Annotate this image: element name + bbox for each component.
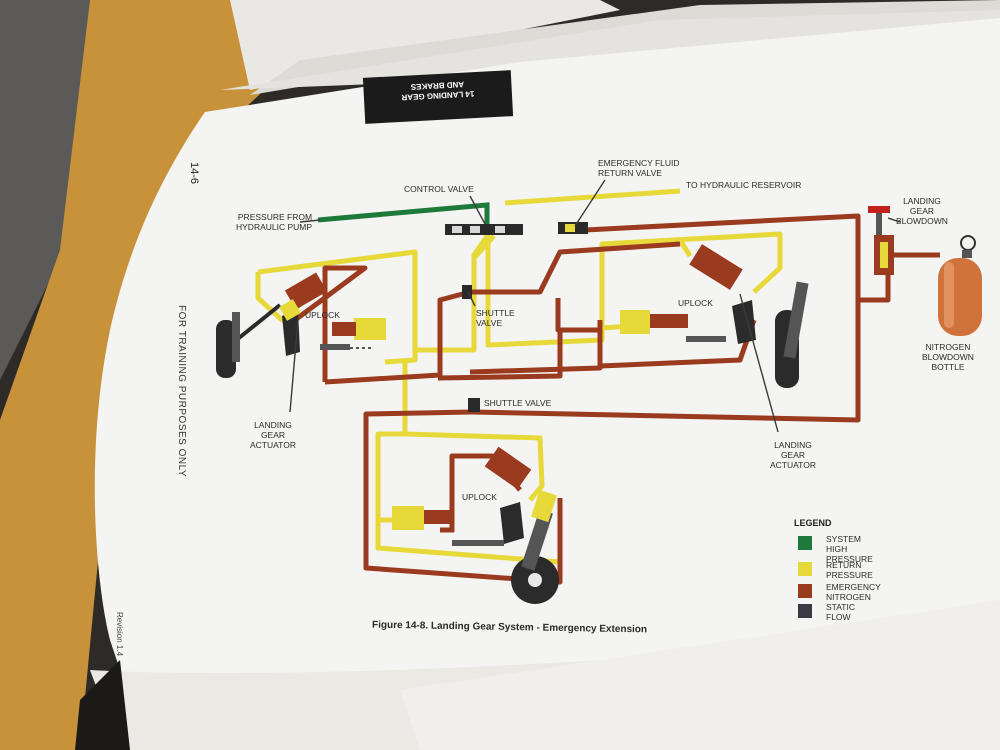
label-pressure-from-pump: PRESSURE FROM HYDRAULIC PUMP — [236, 212, 313, 232]
label-control-valve: CONTROL VALVE — [404, 184, 474, 194]
page-number: 14-6 — [188, 162, 200, 185]
high-pressure-line — [317, 202, 490, 228]
label-uplock-nose: UPLOCK — [462, 492, 497, 502]
label-emergency-return-valve: EMERGENCY FLUID RETURN VALVE — [598, 158, 680, 178]
legend-swatch — [798, 536, 812, 550]
book-page — [94, 18, 1000, 750]
nitrogen-bottle — [938, 235, 982, 336]
left-gear — [216, 272, 386, 378]
nose-gear — [392, 446, 559, 604]
legend-label: SYSTEM HIGH PRESSURE — [826, 534, 873, 564]
label-uplock-right: UPLOCK — [678, 298, 713, 308]
legend-title: LEGEND — [794, 518, 832, 528]
chapter-tab-text: 14 LANDING GEAR AND BRAKES — [401, 79, 475, 102]
legend-label: RETURN PRESSURE — [826, 560, 873, 580]
emergency-return-valve — [558, 222, 588, 234]
shuttle-valve-lower — [468, 398, 480, 412]
label-to-reservoir: TO HYDRAULIC RESERVOIR — [686, 180, 802, 190]
leader-lines — [289, 179, 901, 433]
label-landing-gear-blowdown: LANDING GEAR BLOWDOWN — [896, 196, 948, 226]
legend-swatch — [798, 562, 812, 576]
label-shuttle-valve-lower: SHUTTLE VALVE — [484, 398, 552, 408]
right-gear — [620, 244, 809, 388]
label-uplock-left: UPLOCK — [305, 310, 340, 320]
legend-label: STATIC FLOW — [826, 602, 855, 622]
label-shuttle-valve-upper: SHUTTLE VALVE — [476, 308, 515, 328]
legend-swatch — [798, 604, 812, 618]
training-note: FOR TRAINING PURPOSES ONLY — [176, 305, 187, 478]
label-actuator-right: LANDING GEAR ACTUATOR — [770, 440, 816, 470]
blowdown-handle — [868, 206, 894, 275]
control-valve — [445, 224, 523, 235]
chapter-tab: 14 LANDING GEAR AND BRAKES — [362, 70, 514, 124]
shuttle-valve-upper — [462, 285, 472, 299]
label-nitrogen-bottle: NITROGEN BLOWDOWN BOTTLE — [922, 342, 974, 372]
desk-surface — [0, 0, 330, 750]
revision-note: Revision 1.4 — [115, 612, 124, 657]
legend-swatch — [798, 584, 812, 598]
label-actuator-left: LANDING GEAR ACTUATOR — [250, 420, 296, 450]
legend-label: EMERGENCY NITROGEN — [826, 582, 881, 602]
